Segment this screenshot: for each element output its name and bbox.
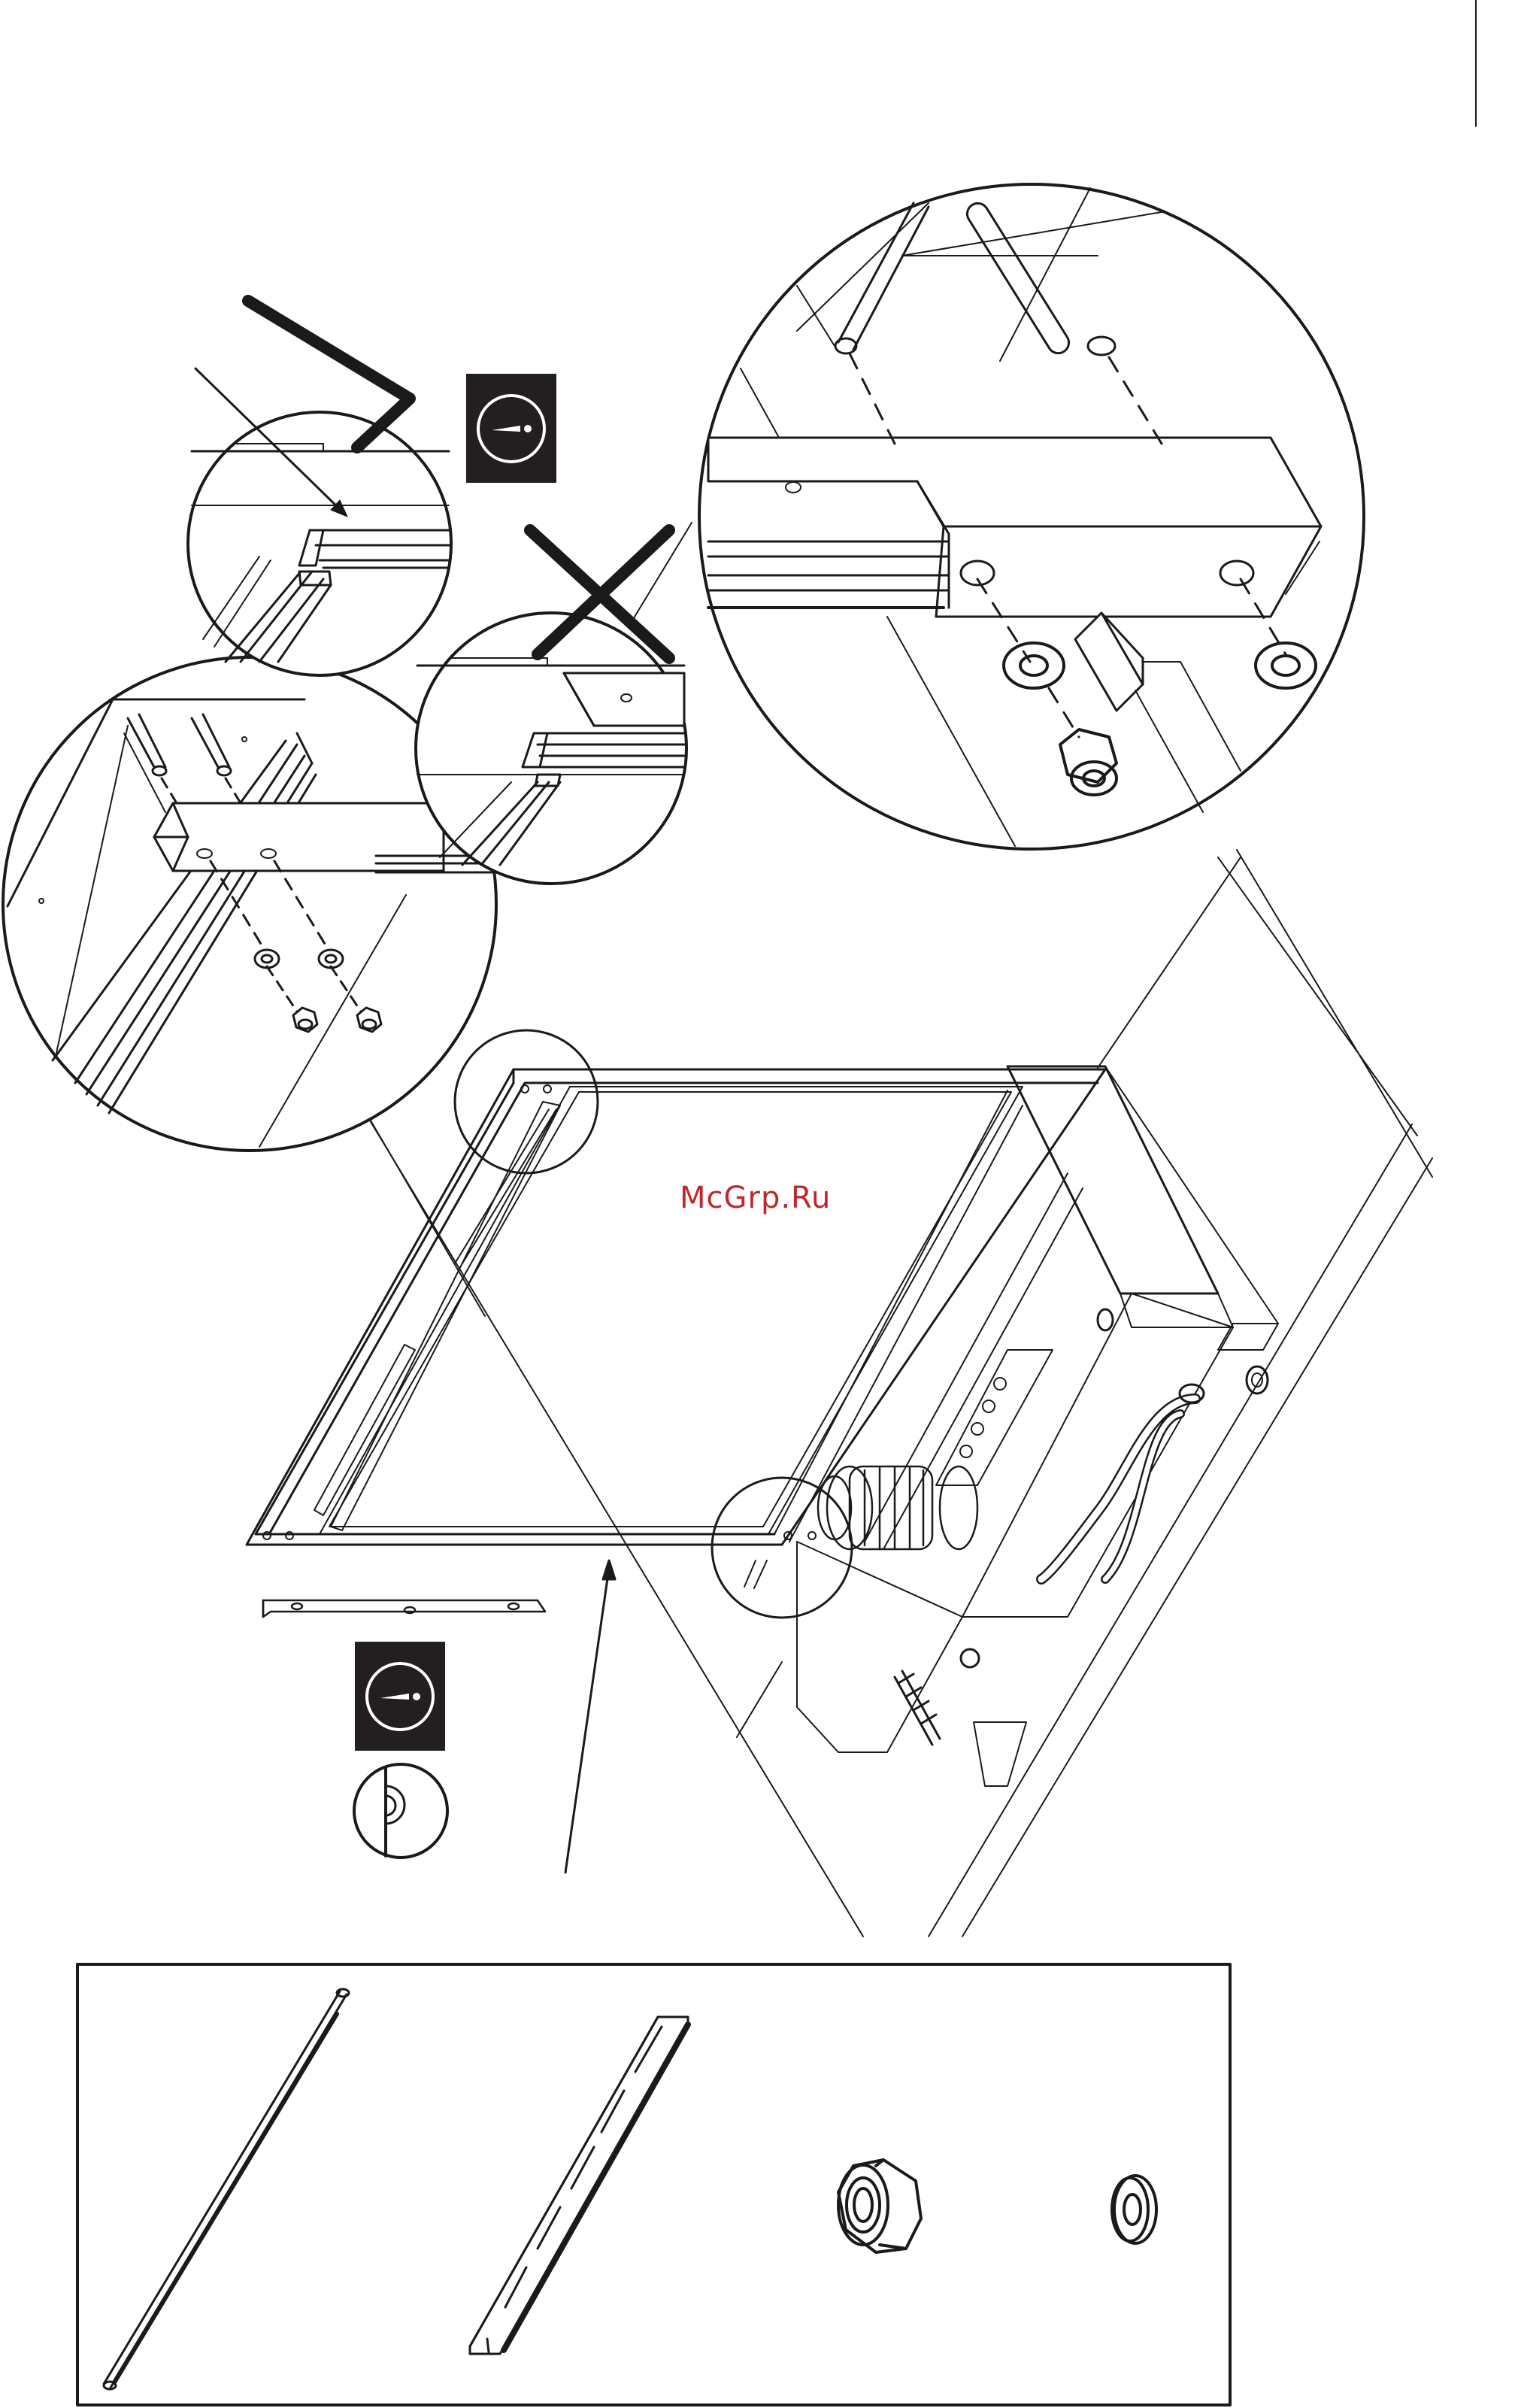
parts-panel — [77, 1964, 1230, 2405]
spirit-level-icon — [354, 1764, 447, 1858]
washer — [1112, 2176, 1156, 2243]
lock-nut — [838, 2160, 921, 2252]
watermark: McGrp.Ru — [680, 1181, 831, 1215]
slotted-rail — [470, 2017, 688, 2354]
motor-unit — [818, 1466, 977, 1549]
detail-wrong-fit — [416, 613, 686, 884]
valve-block — [936, 1350, 1053, 1485]
detail-ref-circle-bottom — [712, 1478, 852, 1618]
loose-crossbar — [263, 1600, 545, 1617]
motor-housing-top — [1007, 1066, 1218, 1293]
background-slab-lines — [370, 850, 1432, 1936]
warning-badge-bottom — [355, 1642, 445, 1751]
pointer-arrow-bottom — [565, 1560, 615, 1873]
frame-outer — [247, 1069, 1105, 1545]
base-block — [797, 1542, 962, 1752]
warning-badge-top — [466, 374, 556, 483]
lower-housing — [962, 1293, 1233, 1617]
detail-ref-circle-top — [455, 1030, 598, 1173]
detail-correct-fit — [188, 368, 451, 675]
detail-crossbar — [154, 803, 444, 871]
housing-foot-bottom — [974, 1722, 1026, 1786]
long-rail — [104, 1989, 349, 2389]
drive-spring — [895, 1671, 940, 1745]
detail-bolt-connection — [699, 184, 1364, 849]
